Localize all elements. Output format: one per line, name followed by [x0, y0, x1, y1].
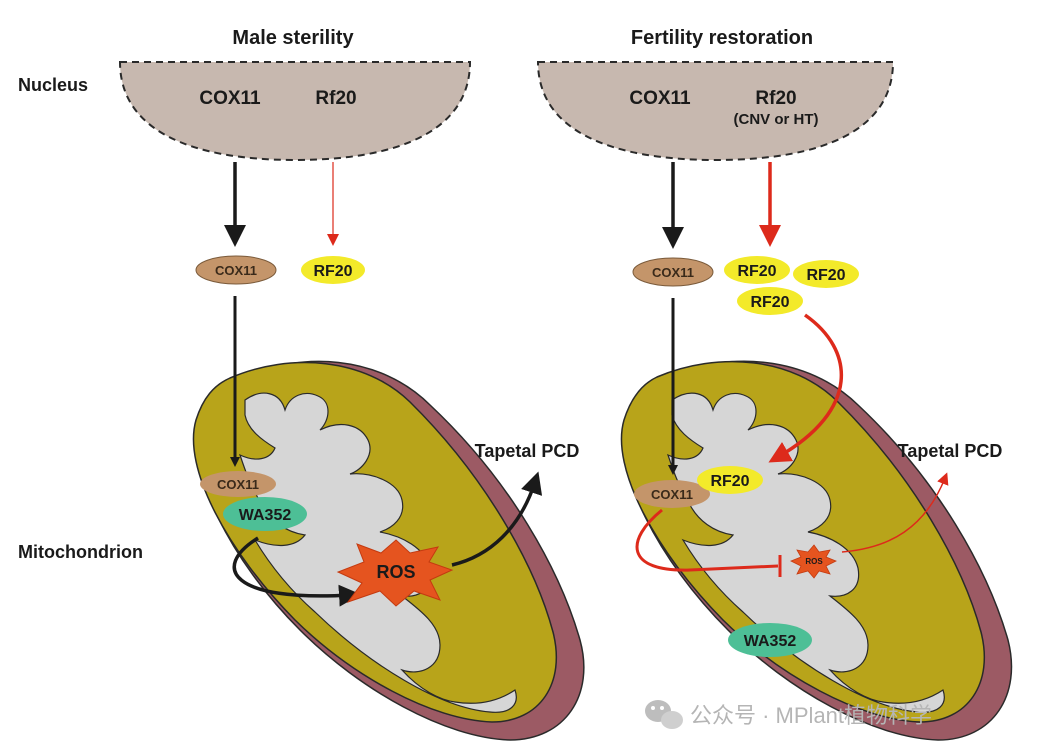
- right-rf20-import-arrow: [768, 313, 844, 463]
- left-rf20-protein-label: RF20: [313, 263, 352, 280]
- watermark: 公众号 · MPlant植物科学: [645, 700, 932, 729]
- left-mito-wa352-label: WA352: [239, 507, 292, 524]
- right-nucleus-gene-rf20: Rf20: [755, 88, 796, 109]
- right-cox11-protein-label: COX11: [652, 265, 694, 280]
- mitochondrion-side-label: Mitochondrion: [18, 542, 143, 562]
- right-inhibition-line: [635, 508, 779, 572]
- left-mito-cox11-label: COX11: [217, 477, 259, 492]
- right-rf20-protein-3: RF20: [737, 287, 803, 315]
- nucleus-side-label: Nucleus: [18, 75, 88, 95]
- left-ros-burst: ROS: [336, 539, 454, 607]
- right-rf20-protein-2: RF20: [793, 260, 859, 288]
- right-ros-label: ROS: [805, 557, 823, 566]
- right-mito-wa352: WA352: [728, 623, 812, 657]
- left-wa352-to-ros-arrow: [232, 536, 361, 607]
- right-tapetal-pcd-label: Tapetal PCD: [898, 441, 1003, 461]
- left-mito-wa352: WA352: [223, 497, 307, 531]
- left-rf20-protein: RF20: [301, 256, 365, 284]
- right-panel-title: Fertility restoration: [631, 27, 813, 49]
- right-rf20-protein-1-label: RF20: [737, 263, 776, 280]
- left-panel-title: Male sterility: [232, 27, 354, 49]
- right-mito-rf20: RF20: [697, 466, 763, 494]
- wechat-icon: [645, 700, 683, 729]
- right-rf20-protein-1: RF20: [724, 256, 790, 284]
- left-ros-label: ROS: [376, 562, 415, 582]
- left-ros-to-pcd-arrow: [451, 471, 543, 567]
- watermark-text: 公众号 · MPlant植物科学: [690, 703, 932, 728]
- right-cox11-protein: COX11: [632, 257, 714, 287]
- right-rf20-protein-2-label: RF20: [806, 267, 845, 284]
- right-mito-cox11: COX11: [634, 480, 710, 508]
- left-cox11-protein-label: COX11: [215, 263, 257, 278]
- right-nucleus: [536, 61, 895, 162]
- left-nucleus-gene-rf20: Rf20: [315, 88, 356, 109]
- left-mito-cox11: COX11: [200, 471, 276, 497]
- right-ros-to-pcd-arrow: [841, 472, 949, 553]
- right-mito-cox11-label: COX11: [651, 487, 693, 502]
- right-ros-burst: ROS: [790, 544, 837, 579]
- right-nucleus-gene-cox11: COX11: [629, 88, 691, 109]
- right-mito-rf20-label: RF20: [710, 473, 749, 490]
- left-nucleus: [118, 61, 472, 162]
- left-cox11-protein: COX11: [195, 255, 277, 285]
- right-mito-wa352-label: WA352: [744, 633, 797, 650]
- right-nucleus-note: (CNV or HT): [734, 111, 819, 128]
- right-rf20-protein-3-label: RF20: [750, 294, 789, 311]
- left-tapetal-pcd-label: Tapetal PCD: [475, 441, 580, 461]
- left-nucleus-gene-cox11: COX11: [199, 88, 261, 109]
